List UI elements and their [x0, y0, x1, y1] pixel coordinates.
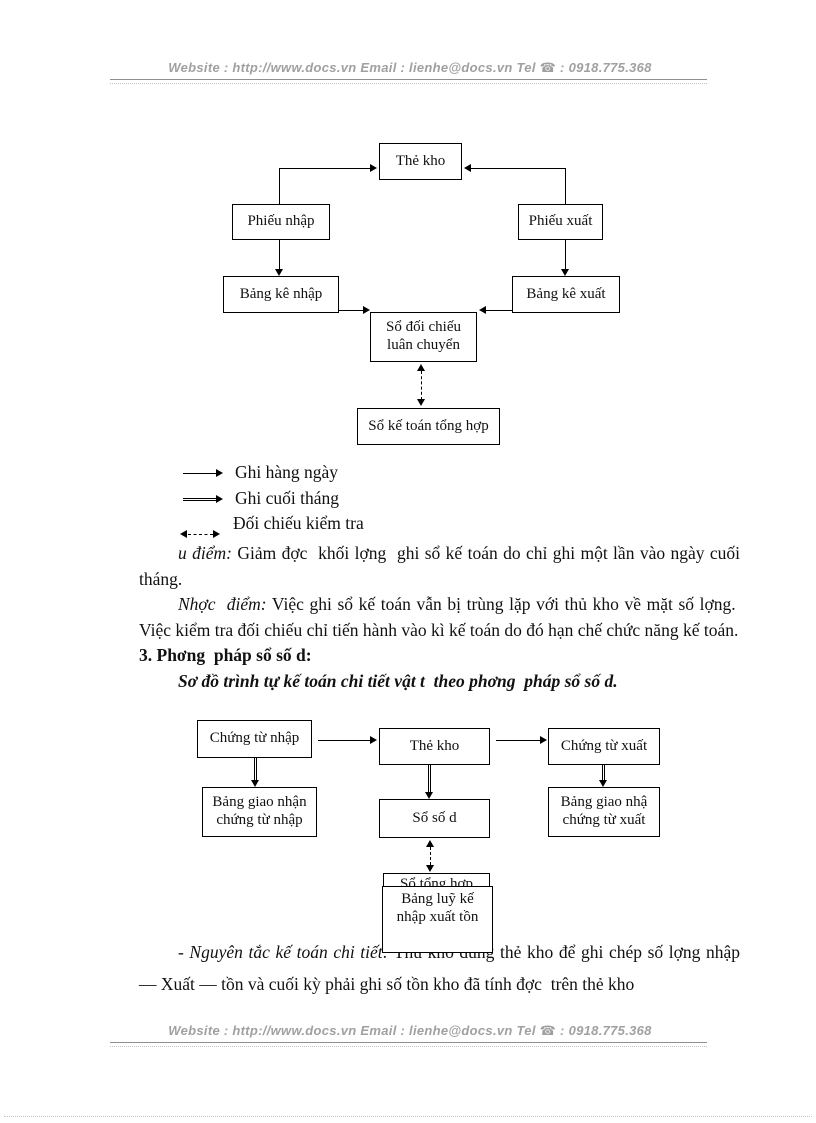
arrowhead-doi-chieu-down-1	[417, 399, 425, 406]
arrow-phieu-xuat-down-line	[565, 240, 566, 270]
box-phieu-xuat: Phiếu xuất	[518, 204, 603, 240]
box-phieu-nhap: Phiếu nhập	[232, 204, 330, 240]
arrow-phieu-nhap-to-the-kho-line	[279, 168, 370, 169]
arrow-phieu-nhap-up-line	[279, 168, 280, 204]
arrowhead-into-bang-giao-nhan-xuat	[599, 780, 607, 787]
page-bottom-dotted-rule	[4, 1116, 812, 1117]
arrow-the-kho-to-chung-tu-xuat-line	[496, 740, 540, 741]
box-bang-ke-nhap: Bảng kê nhập	[223, 276, 339, 313]
arrow-the-kho-down-double-line	[428, 765, 431, 792]
page-header: Website : http://www.docs.vn Email : lie…	[168, 60, 652, 75]
box-bang-giao-nhan-nhap: Bảng giao nhận chứng từ nhập	[202, 787, 317, 837]
legend-double-line	[183, 498, 216, 501]
arrowhead-into-bang-ke-nhap	[275, 269, 283, 276]
legend-dashed-arrowhead-left	[180, 530, 187, 538]
arrow-xuat-down-double-line	[602, 765, 605, 780]
uu-diem-label: u điểm:	[178, 543, 232, 563]
box-chung-tu-nhap: Chứng từ nhập	[197, 720, 312, 758]
paragraph-uu-diem: u điểm: Giảm đợc khối lợng ghi sổ kế toá…	[139, 541, 740, 592]
arrowhead-into-chung-tu-xuat	[540, 736, 547, 744]
arrowhead-into-the-kho-left	[370, 164, 377, 172]
legend-dashed-arrowhead-right	[213, 530, 220, 538]
legend-label-monthly: Ghi cuối tháng	[235, 488, 340, 508]
arrowhead-into-so-doi-chieu-right	[479, 306, 486, 314]
box-chung-tu-xuat: Chứng từ xuất	[548, 728, 660, 765]
arrow-chung-tu-nhap-to-the-kho-line	[318, 740, 370, 741]
box-the-kho-1: Thẻ kho	[379, 143, 462, 180]
box-the-kho-2: Thẻ kho	[379, 728, 490, 765]
header-rule	[110, 79, 707, 80]
arrowhead-into-bang-giao-nhan-nhap	[251, 780, 259, 787]
nhuoc-diem-text: Việc ghi sổ kế toán vẫn bị trùng lặp với…	[139, 594, 740, 640]
arrowhead-into-so-so-du	[425, 792, 433, 799]
legend-dashed-line	[188, 534, 213, 535]
arrowhead-so-tong-hop-down	[426, 865, 434, 872]
dashed-line-so-so-du	[430, 847, 431, 865]
page-footer: Website : http://www.docs.vn Email : lie…	[168, 1023, 652, 1038]
footer-rule-dotted	[110, 1046, 707, 1047]
nguyen-tac-label: - Nguyên tắc kế toán chi tiết:	[178, 942, 389, 962]
header-rule-dotted	[110, 83, 707, 84]
uu-diem-text: Giảm đợc khối lợng ghi sổ kế toán do chỉ…	[139, 543, 740, 589]
arrowhead-into-bang-ke-xuat	[561, 269, 569, 276]
arrow-nhap-down-double-line	[254, 758, 257, 780]
arrow-phieu-nhap-down-line	[279, 240, 280, 270]
section-heading-3: 3. Phơng pháp sổ số d:	[139, 645, 312, 665]
legend-label-check: Đối chiếu kiểm tra	[233, 513, 364, 533]
box-so-so-du: Sổ số d	[379, 799, 490, 838]
nhuoc-diem-label: Nhợc điểm:	[178, 594, 267, 614]
diagram2-caption: Sơ đồ trình tự kế toán chi tiết vật t th…	[178, 670, 618, 691]
arrowhead-into-the-kho-right	[464, 164, 471, 172]
legend-solid-line	[183, 473, 216, 474]
arrowhead-into-so-doi-chieu-left	[363, 306, 370, 314]
box-bang-giao-nhan-xuat: Bảng giao nhậ chứng từ xuất	[548, 787, 660, 837]
box-so-ke-toan-tong-hop: Sổ kế toán tổng hợp	[357, 408, 500, 445]
box-so-doi-chieu: Sổ đối chiếu luân chuyển	[370, 312, 477, 362]
body-text: u điểm: Giảm đợc khối lợng ghi sổ kế toá…	[139, 541, 740, 694]
legend-double-arrowhead	[216, 495, 223, 503]
arrowhead-doi-chieu-up-1	[417, 364, 425, 371]
box-bang-ke-xuat: Bảng kê xuất	[512, 276, 620, 313]
dashed-line-doi-chieu-1	[421, 371, 422, 400]
arrow-phieu-xuat-up-line	[565, 168, 566, 204]
legend-solid-arrowhead	[216, 469, 223, 477]
footer-rule	[110, 1042, 707, 1043]
arrowhead-so-so-du-up	[426, 840, 434, 847]
legend-label-daily: Ghi hàng ngày	[235, 462, 339, 482]
arrow-phieu-xuat-to-the-kho-line	[471, 168, 565, 169]
arrow-bang-ke-xuat-to-so-doi-chieu-line	[486, 310, 512, 311]
arrowhead-into-the-kho-2-left	[370, 736, 377, 744]
box-bang-luy-ke: Bảng luỹ kế nhập xuất tồn	[382, 886, 493, 953]
paragraph-nhuoc-diem: Nhợc điểm: Việc ghi sổ kế toán vẫn bị tr…	[139, 592, 740, 643]
arrow-bang-ke-nhap-to-so-doi-chieu-line	[339, 310, 363, 311]
